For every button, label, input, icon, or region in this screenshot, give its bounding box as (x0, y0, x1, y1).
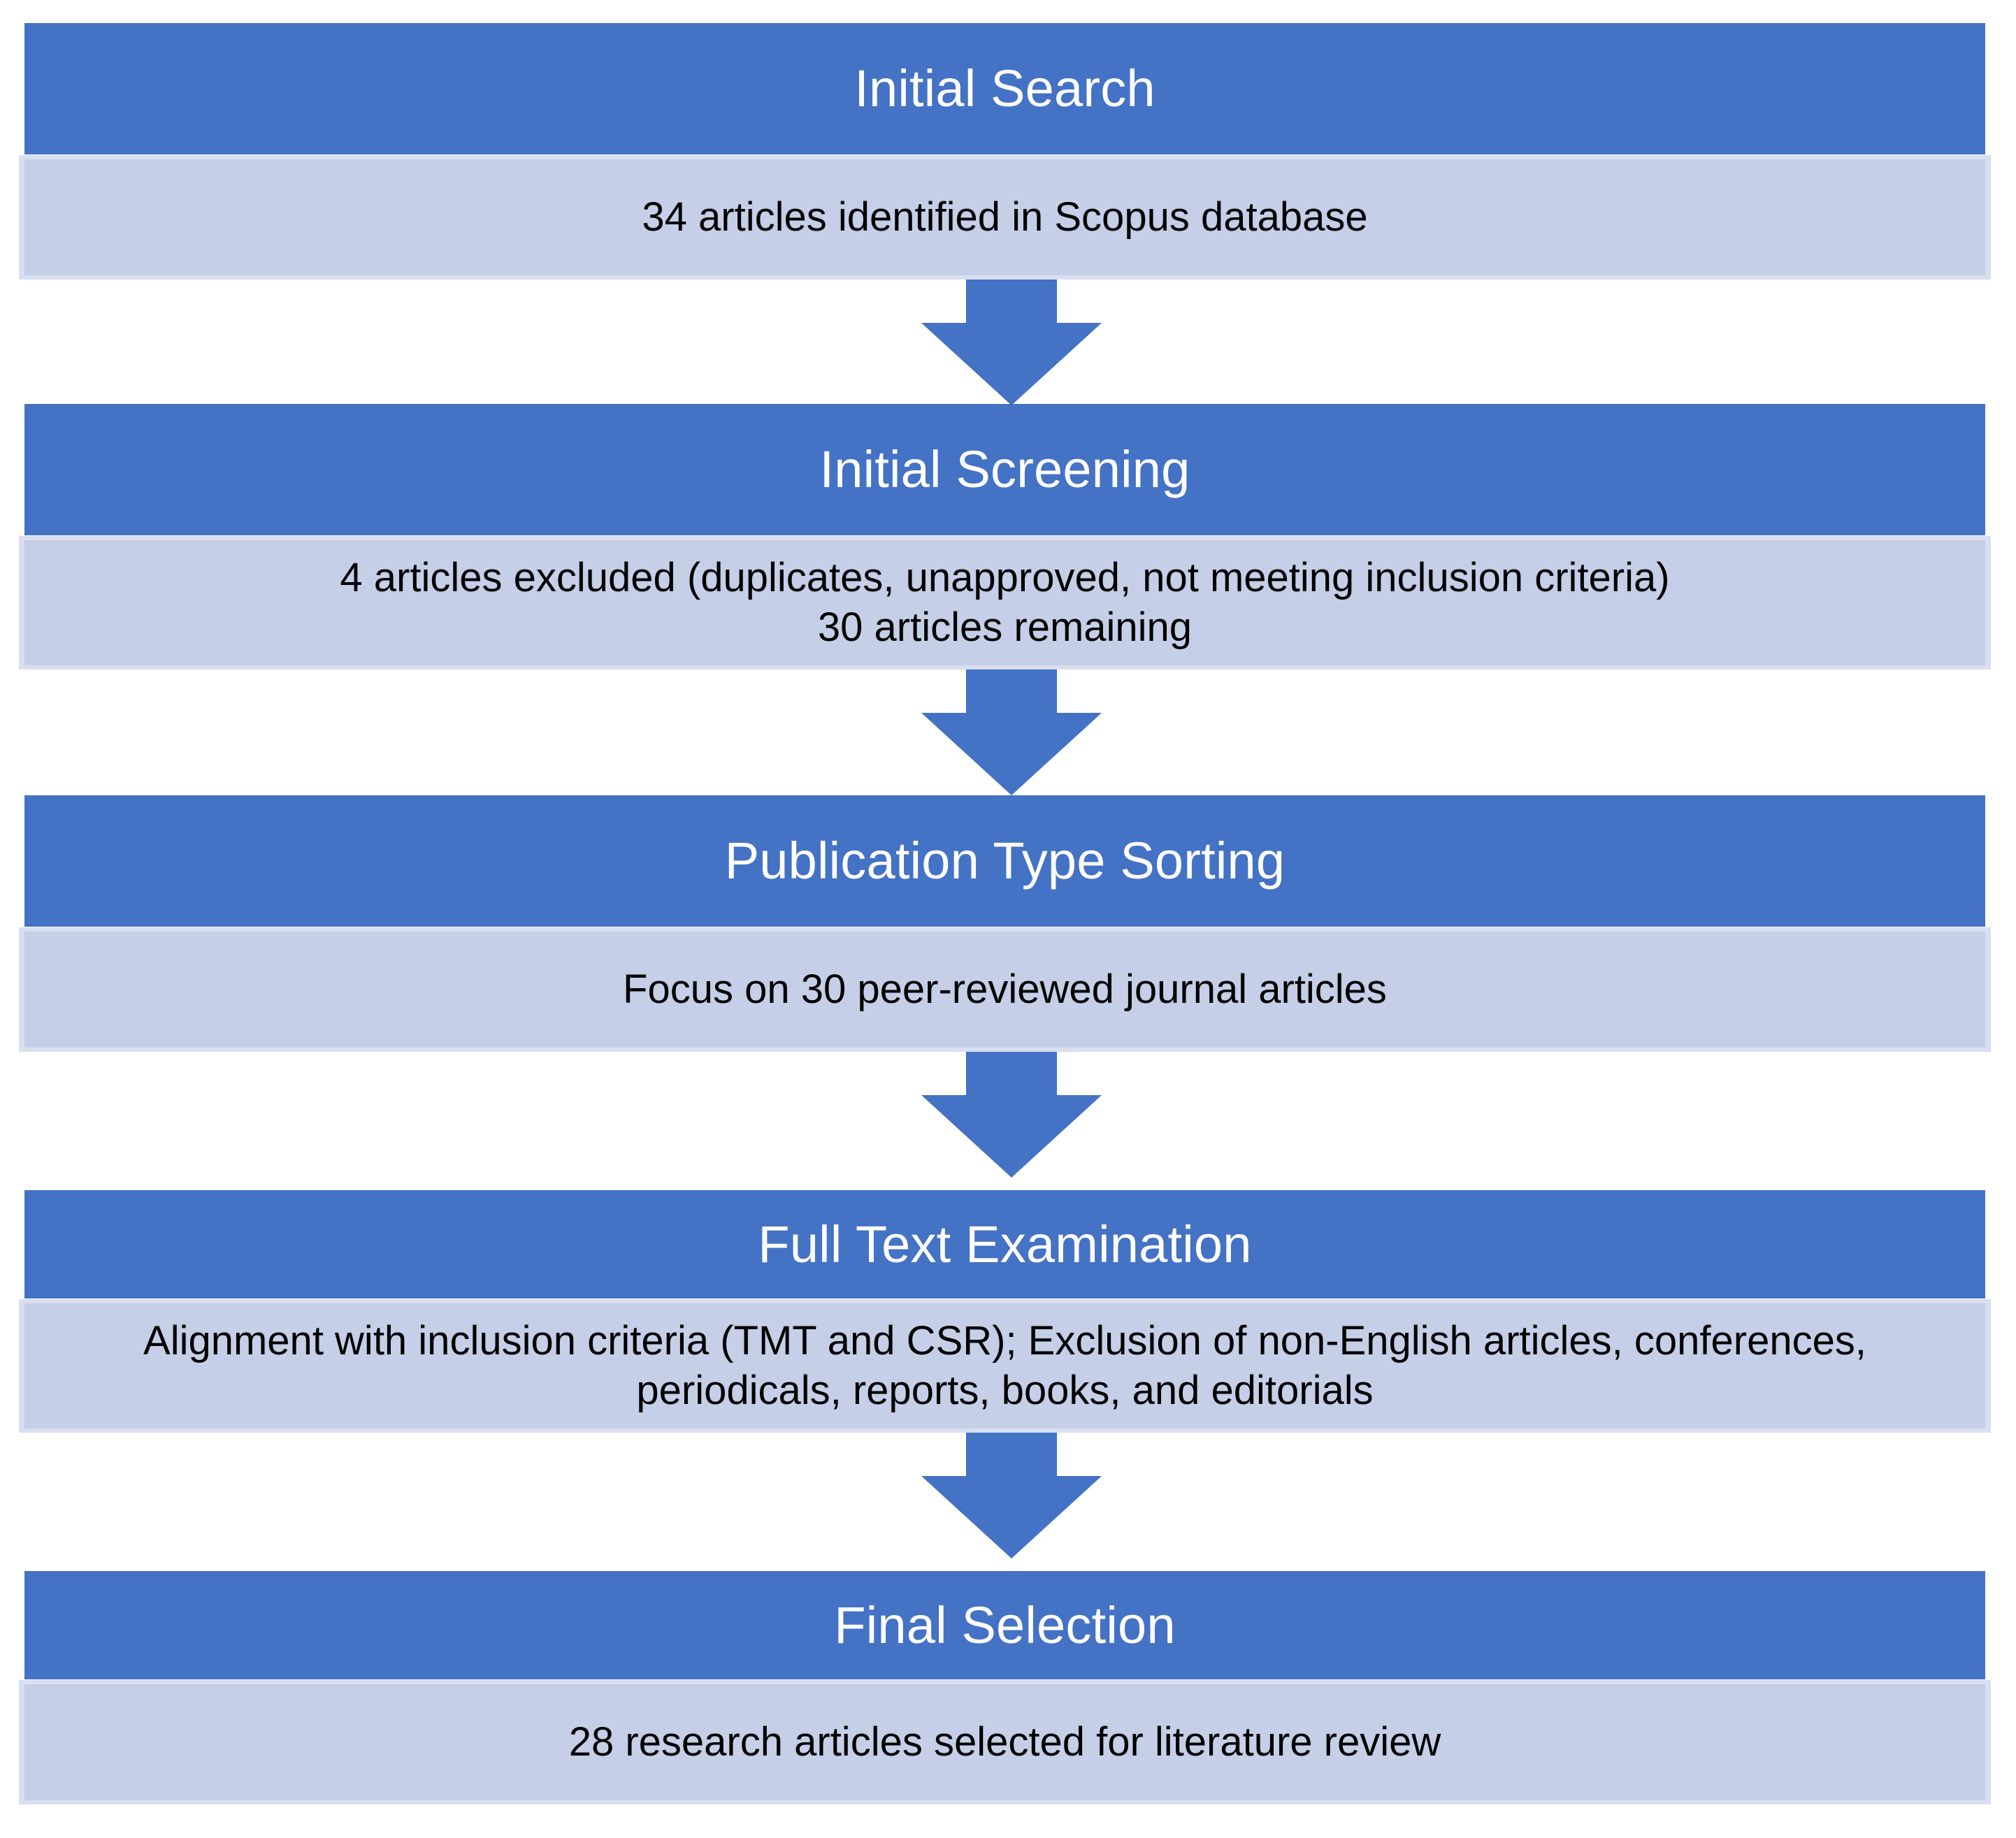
flowchart-stage-publication-type-sorting: Publication Type Sorting Focus on 30 pee… (19, 795, 1991, 1052)
stage-header-label: Initial Screening (819, 440, 1190, 499)
stage-body-bar: Focus on 30 peer-reviewed journal articl… (24, 932, 1985, 1048)
connector-arrow-1 (921, 280, 1102, 405)
stage-body-outline: 34 articles identified in Scopus databas… (19, 155, 1991, 280)
stage-body-label: Focus on 30 peer-reviewed journal articl… (623, 966, 1387, 1012)
stage-body-bar: 28 research articles selected for litera… (24, 1684, 1985, 1800)
stage-header-bar: Publication Type Sorting (24, 795, 1985, 927)
stage-body-bar: Alignment with inclusion criteria (TMT a… (24, 1303, 1985, 1428)
stage-body-label: 4 articles excluded (duplicates, unappro… (340, 554, 1670, 650)
stage-body-label: 28 research articles selected for litera… (568, 1718, 1441, 1765)
stage-body-bar: 34 articles identified in Scopus databas… (24, 159, 1985, 275)
connector-arrow-4 (921, 1433, 1102, 1558)
connector-arrow-3 (921, 1052, 1102, 1178)
connector-arrow-2 (921, 670, 1102, 795)
stage-body-bar: 4 articles excluded (duplicates, unappro… (24, 540, 1985, 665)
stage-body-outline: Focus on 30 peer-reviewed journal articl… (19, 927, 1991, 1052)
flowchart-stage-final-selection: Final Selection 28 research articles sel… (19, 1571, 1991, 1828)
down-arrow-icon (921, 280, 1102, 405)
stage-header-label: Final Selection (834, 1595, 1176, 1654)
stage-body-label: Alignment with inclusion criteria (TMT a… (143, 1317, 1866, 1413)
stage-header-label: Publication Type Sorting (724, 832, 1286, 890)
stage-body-outline: 28 research articles selected for litera… (19, 1680, 1991, 1804)
down-arrow-icon (921, 1052, 1102, 1178)
flowchart-stage-initial-screening: Initial Screening 4 articles excluded (d… (19, 404, 1991, 670)
stage-body-label: 34 articles identified in Scopus databas… (642, 194, 1368, 240)
stage-body-outline: 4 articles excluded (duplicates, unappro… (19, 536, 1991, 670)
stage-header-bar: Full Text Examination (24, 1190, 1985, 1298)
down-arrow-icon (921, 670, 1102, 795)
flowchart-stage-full-text-examination: Full Text Examination Alignment with inc… (19, 1190, 1991, 1456)
stage-header-bar: Initial Search (24, 23, 1985, 154)
stage-header-bar: Initial Screening (24, 404, 1985, 535)
stage-body-outline: Alignment with inclusion criteria (TMT a… (19, 1299, 1991, 1433)
stage-header-bar: Final Selection (24, 1571, 1985, 1679)
down-arrow-icon (921, 1433, 1102, 1558)
stage-header-label: Full Text Examination (758, 1215, 1252, 1273)
stage-header-label: Initial Search (854, 59, 1155, 118)
flowchart-stage-initial-search: Initial Search 34 articles identified in… (19, 23, 1991, 280)
